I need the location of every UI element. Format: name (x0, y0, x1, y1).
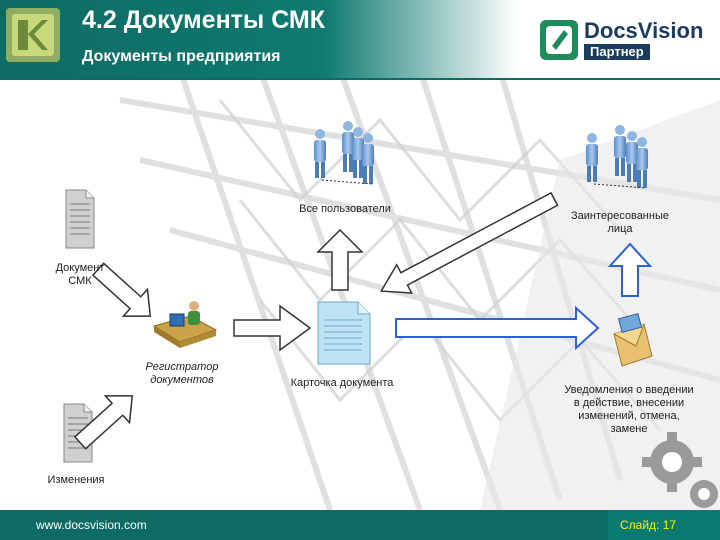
stakeholders-label: Заинтересованные лица (570, 210, 669, 235)
header-divider (0, 78, 720, 80)
footer-url-link[interactable]: www.docsvision.com (36, 518, 147, 532)
slide-number: Слайд: 17 (608, 510, 720, 540)
doc-smk-label: Документ СМК (55, 262, 105, 287)
arrow-registrar-to-card (233, 304, 312, 352)
changes-label: Изменения (47, 474, 105, 486)
stakeholders-group-icon (586, 125, 648, 189)
arrow-card-to-notification (395, 305, 600, 351)
ks-logo-icon (6, 8, 60, 62)
arrow-stakeholders-to-card (379, 191, 559, 294)
all-users-group-icon (314, 121, 374, 185)
page-subtitle: Документы предприятия (82, 48, 281, 65)
registrar-workstation-icon (152, 301, 218, 348)
doc-card-label: Карточка документа (290, 377, 394, 389)
notification-envelope-icon (613, 313, 653, 367)
all-users-label: Все пользователи (299, 203, 391, 215)
registrar-label: Регистратор документов (145, 361, 219, 386)
document-smk-icon (65, 189, 95, 249)
docsvision-logo-icon (540, 20, 578, 60)
footer-bar: www.docsvision.com Слайд: 17 (0, 510, 720, 540)
arrow-notification-to-stakeholders (607, 242, 653, 297)
notification-label: Уведомления о введении в действие, внесе… (564, 384, 694, 435)
process-diagram (63, 121, 718, 508)
document-card-icon (317, 301, 371, 365)
header-bar: 4.2 Документы СМК Документы предприятия … (0, 0, 720, 78)
page-title: 4.2 Документы СМК (82, 6, 326, 34)
arrow-card-to-users (316, 228, 364, 291)
brand-name: DocsVision (584, 18, 704, 43)
arrow-changes-to-registrar (73, 395, 134, 450)
brand-tagline: Партнер (584, 44, 650, 60)
gears-icon (642, 432, 718, 508)
arrow-doc-to-registrar (91, 262, 152, 317)
